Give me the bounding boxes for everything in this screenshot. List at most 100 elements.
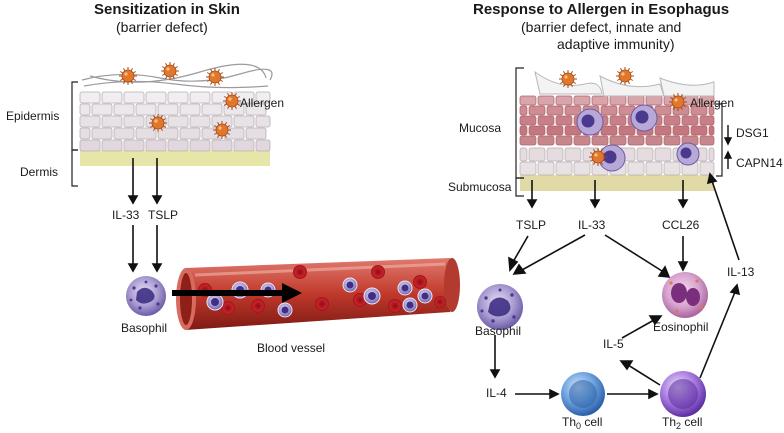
eosinophil-label: Eosinophil — [653, 320, 709, 334]
esophagus-cell — [573, 161, 591, 176]
skin-cell — [91, 127, 113, 140]
esophagus-cell — [528, 105, 546, 116]
esophagus-cell — [573, 95, 591, 106]
migrating-basophil-nucleus — [211, 298, 219, 306]
esophagus-cell — [708, 105, 715, 116]
skin-cell — [201, 103, 223, 116]
skin-cell — [233, 115, 255, 128]
il13-label: IL-13 — [727, 265, 755, 279]
skin-cell — [211, 139, 233, 152]
epidermis-bracket — [71, 81, 78, 151]
skin-cell — [79, 103, 91, 116]
esophagus-cell — [636, 147, 654, 162]
allergen-particle — [589, 148, 607, 166]
esophagus-cell — [645, 161, 663, 176]
skin-cell — [113, 127, 135, 140]
esophagus-cell — [537, 135, 555, 146]
esophagus-cell — [555, 95, 573, 106]
skin-cell — [113, 103, 135, 116]
esophagus-cell — [591, 95, 609, 106]
red-blood-cell — [251, 299, 265, 313]
allergen-particle — [669, 93, 687, 111]
esophagus-cell — [546, 105, 564, 116]
esophagus-cell — [546, 147, 564, 162]
skin-cell — [179, 103, 201, 116]
allergen-particle — [559, 70, 577, 88]
migrating-basophil-nucleus — [368, 292, 376, 300]
mucosa-immune-cell-nucleus — [680, 147, 692, 159]
esophagus-cell — [672, 125, 690, 136]
il4-label: IL-4 — [486, 386, 507, 400]
esophagus-cell — [519, 125, 528, 136]
allergen-particle — [161, 62, 179, 80]
skin-fibers — [81, 63, 273, 89]
blood-vessel-label: Blood vessel — [257, 341, 326, 355]
esophagus-cell — [645, 95, 663, 106]
skin-cell — [101, 91, 123, 104]
skin-tissue — [79, 63, 273, 166]
esophagus-cell — [555, 115, 573, 126]
migrating-basophil-nucleus — [406, 301, 414, 309]
migration-arrow — [172, 283, 302, 303]
esophagus-cell — [663, 135, 681, 146]
skin-cell-grid — [79, 91, 271, 152]
skin-cell — [255, 91, 271, 104]
skin-basophil-label: Basophil — [121, 321, 168, 335]
skin-cell — [255, 115, 271, 128]
esophagus-cell — [663, 115, 681, 126]
esophagus-allergen-label: Allergen — [690, 96, 735, 110]
esophagus-cell — [699, 135, 715, 146]
blood-vessel — [176, 258, 460, 330]
esophagus-cell — [564, 105, 582, 116]
esophagus-cell — [609, 95, 627, 106]
red-blood-cell — [371, 265, 385, 279]
epidermis-label: Epidermis — [6, 109, 60, 123]
allergen-particle — [149, 114, 167, 132]
esophagus-cell — [591, 135, 609, 146]
red-blood-cell — [434, 296, 446, 308]
skin-tslp-label: TSLP — [148, 208, 179, 222]
esophagus-cell — [699, 161, 715, 176]
esophagus-cell — [690, 105, 708, 116]
esophagus-title: Response to Allergen in Esophagus — [473, 1, 730, 18]
esophagus-tissue — [519, 70, 715, 191]
esophagus-cell — [537, 95, 555, 106]
esophagus-cell — [519, 135, 537, 146]
skin-cell — [145, 139, 167, 152]
skin-cell — [79, 91, 101, 104]
esophagus-cell — [519, 105, 528, 116]
esophagus-cell — [564, 147, 582, 162]
skin-cell — [145, 91, 167, 104]
skin-cell — [179, 127, 201, 140]
esophagus-cell — [528, 147, 546, 162]
submucosa-layer — [520, 175, 714, 191]
allergen-particle — [223, 92, 241, 110]
eosinophil-cell — [662, 272, 708, 318]
dsg1-label: DSG1 — [736, 126, 769, 140]
dermis-layer — [80, 150, 270, 166]
skin-cell — [189, 115, 211, 128]
esophagus-cell — [600, 105, 618, 116]
esophagus-cell — [519, 147, 528, 162]
esophagus-subtitle-line2: adaptive immunity) — [557, 36, 675, 52]
esophagus-cell — [645, 135, 663, 146]
red-blood-cell — [315, 297, 329, 311]
esophagus-cell — [519, 95, 537, 106]
skin-cell — [135, 103, 157, 116]
esophagus-cell — [681, 115, 699, 126]
skin-cell — [189, 91, 211, 104]
esophagus-cell — [609, 135, 627, 146]
skin-cell — [255, 139, 271, 152]
skin-cell — [245, 127, 267, 140]
esophagus-cell — [609, 115, 627, 126]
esophagus-basophil-label: Basophil — [475, 324, 522, 338]
dermis-bracket — [71, 149, 78, 187]
esophagus-cell — [627, 161, 645, 176]
esophagus-cell — [627, 95, 645, 106]
esophagus-il33-label: IL-33 — [578, 218, 606, 232]
esophagus-cell — [537, 161, 555, 176]
esophagus-cell — [555, 161, 573, 176]
skin-cell — [101, 115, 123, 128]
red-blood-cell — [221, 301, 235, 315]
allergen-particles — [119, 62, 687, 166]
